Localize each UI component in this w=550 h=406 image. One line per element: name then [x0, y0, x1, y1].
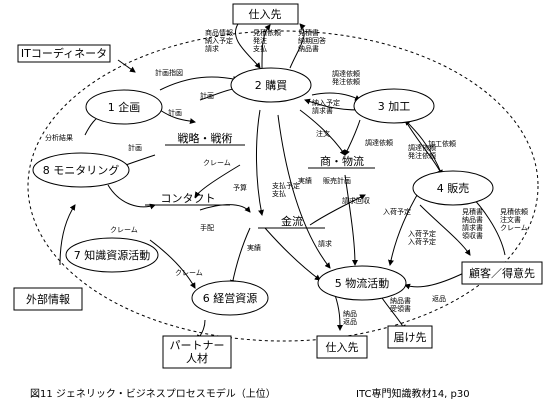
node-chishiki — [65, 237, 159, 273]
customer-label: 顧客／得意先 — [469, 266, 535, 280]
sub-areas — [145, 144, 375, 229]
flow-label: 見積書納品書請求書領収書 — [462, 207, 483, 240]
node-kikaku — [85, 89, 163, 125]
flow-label: 販売計画 — [323, 176, 351, 185]
node-monitoring — [32, 152, 130, 188]
flow-label: 手配 — [200, 223, 214, 232]
box-delivery — [387, 325, 433, 349]
flow-label: 請求 — [318, 239, 332, 248]
box-external-info — [13, 287, 83, 311]
flow-label: 調達依頼 — [365, 138, 393, 147]
external-info-label: 外部情報 — [26, 292, 70, 306]
flow-labels: 商品情報納入予定請求 見積依頼発注支払 見積書納期回答納品書 計画指図 計画 計… — [45, 28, 528, 326]
supplier-bottom-label: 仕入先 — [326, 341, 359, 354]
node-hanbai — [412, 170, 494, 206]
flow-label: 注文 — [316, 129, 330, 138]
flow-label: 支払予定支払 — [272, 181, 300, 198]
figure-caption: 図11 ジェネリック・ビジネスプロセスモデル（上位） — [30, 387, 276, 400]
flow-label: 加工依頼 — [428, 139, 456, 148]
connectors — [59, 23, 506, 341]
flow-label: クレーム — [110, 226, 138, 234]
node-kobai — [230, 67, 312, 103]
flow-label: 計画 — [200, 91, 214, 100]
monitoring-label: 8 モニタリング — [43, 163, 120, 177]
keiei-label: 6 経営資源 — [203, 291, 258, 305]
kinryu-label: 金流 — [281, 214, 303, 228]
flow-label: 納品書受領書 — [390, 296, 411, 313]
chishiki-label: 7 知識資源活動 — [74, 248, 151, 262]
flow-label: 見積依頼注文書クレーム — [500, 207, 528, 232]
flow-label: 計画 — [168, 108, 182, 117]
flow-label: 入荷予定入荷予定 — [408, 229, 436, 246]
node-texts: ITコーディネータ 仕入先 1 企画 2 購買 3 加工 4 販売 5 物流活動… — [21, 8, 535, 365]
flow-label: 商品情報納入予定請求 — [205, 28, 233, 53]
flow-label: クレーム — [175, 269, 203, 277]
figure-source: ITC専門知識教材14, p30 — [356, 387, 470, 400]
flow-label: 調達依頼発注依頼 — [332, 69, 360, 86]
flow-label: 実績 — [247, 243, 261, 252]
flow-label: 見積依頼発注支払 — [253, 28, 281, 53]
node-keiei — [191, 280, 269, 316]
box-supplier-top — [232, 3, 299, 25]
flow-label: 実績 — [298, 176, 312, 185]
flow-label: 入荷予定 — [383, 207, 411, 216]
supplier-top-label: 仕入先 — [249, 8, 282, 21]
kako-label: 3 加工 — [378, 100, 411, 113]
hanbai-label: 4 販売 — [437, 182, 470, 195]
flow-label: 返品 — [432, 295, 446, 303]
flow-label: 納品返品 — [343, 309, 357, 326]
flow-label: 見積書納期回答納品書 — [298, 28, 326, 53]
box-partner — [162, 335, 232, 369]
flow-label: 計画 — [128, 143, 142, 152]
butsuryu-label: 5 物流活動 — [335, 276, 390, 290]
flow-label: 納入予定請求書 — [312, 98, 340, 115]
external-boxes — [13, 3, 543, 369]
flow-label: 調達依頼発注依頼 — [408, 143, 436, 160]
it-coordinator-label: ITコーディネータ — [21, 46, 107, 60]
flow-label: クレーム — [203, 159, 231, 167]
enterprise-boundary — [27, 30, 539, 342]
flow-label: 予算 — [233, 183, 247, 192]
flow-label: 計画指図 — [155, 68, 183, 77]
flow-label: 分析結果 — [45, 133, 73, 142]
contact-label: コンタクト — [161, 192, 216, 205]
node-kako — [353, 88, 435, 124]
process-nodes — [32, 67, 494, 316]
delivery-label: 届け先 — [394, 331, 427, 344]
box-customer — [461, 261, 543, 285]
flow-label: 請求回収 — [342, 196, 370, 205]
box-it-coordinator — [17, 44, 111, 63]
kobai-label: 2 購買 — [255, 78, 288, 92]
kikaku-label: 1 企画 — [108, 100, 141, 114]
shohin-butsuryu-label: 商・物流 — [320, 154, 364, 168]
partner-label: パートナー人材 — [170, 339, 225, 365]
senryaku-label: 戦略・戦術 — [178, 131, 233, 145]
node-butsuryu — [317, 265, 407, 301]
box-supplier-bottom — [316, 335, 368, 359]
